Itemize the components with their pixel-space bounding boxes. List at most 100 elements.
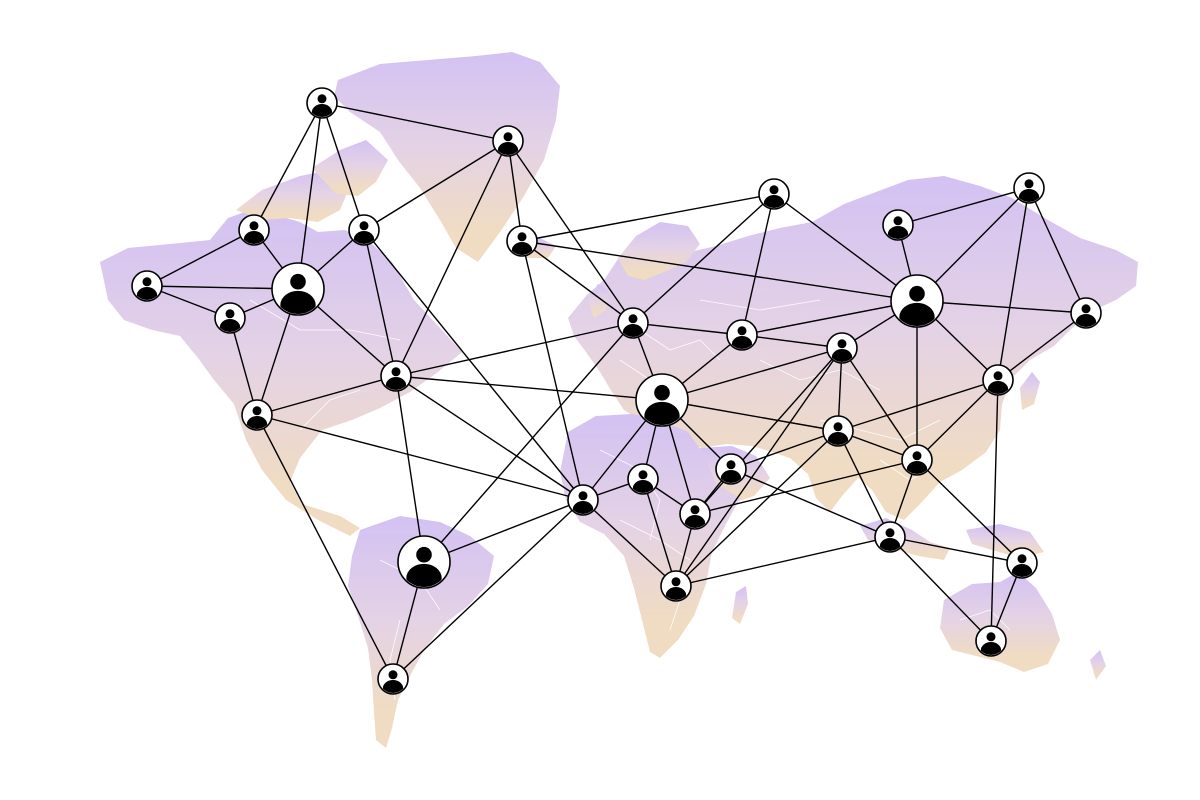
user-node-eastern-europe [726, 319, 758, 351]
user-nodes [131, 87, 1102, 695]
connection-line [423, 499, 584, 563]
user-node-argentina [377, 663, 409, 695]
user-node-middle-east-hub [635, 373, 689, 427]
user-node-siberia [882, 209, 914, 241]
border-line [639, 329, 721, 361]
connection-line [990, 379, 999, 642]
connection-line [632, 193, 775, 324]
user-node-southeast-asia [901, 444, 933, 476]
connection-line [363, 140, 509, 231]
connection-line [661, 399, 839, 432]
connection-line [730, 468, 891, 538]
user-node-russia-north [758, 178, 790, 210]
user-node-canada-central-hub [271, 262, 325, 316]
connection-line [507, 140, 523, 242]
user-node-russia-far-northeast [1013, 172, 1045, 204]
connection-line [997, 312, 1087, 381]
connection-line [642, 478, 677, 587]
greenland-landmass [334, 52, 560, 262]
connection-line [916, 459, 1023, 564]
connection-line [1028, 187, 1087, 314]
connection-line [395, 375, 663, 401]
user-node-india [822, 415, 854, 447]
north-america-landmass [100, 210, 462, 536]
user-node-scandinavia-north [492, 125, 524, 157]
user-node-west-africa [567, 484, 599, 516]
africa-landmass [560, 414, 740, 658]
connection-line [395, 140, 509, 377]
british-isles-landmass [588, 284, 608, 318]
connection-line [741, 334, 843, 349]
connection-line [889, 536, 1023, 564]
connection-line [395, 322, 634, 377]
connection-line [229, 317, 258, 416]
user-node-indonesia [874, 521, 906, 553]
person-avatar-icon [899, 285, 935, 326]
border-line [959, 609, 1011, 631]
connection-line [916, 300, 1087, 314]
connection-lines [146, 102, 1087, 680]
scandinavia-landmass [618, 222, 700, 280]
user-node-australia [975, 625, 1007, 657]
connection-line [889, 536, 992, 642]
connection-line [661, 347, 843, 401]
border-line [699, 299, 821, 311]
user-node-sahara [627, 463, 659, 495]
user-node-east-asia [982, 364, 1014, 396]
border-line [299, 389, 361, 431]
user-node-arabia [715, 453, 747, 485]
connection-line [392, 499, 584, 680]
user-node-russia-hub [890, 274, 944, 328]
connection-line [694, 347, 843, 515]
user-node-canada-northwest [238, 214, 270, 246]
connection-line [423, 322, 634, 563]
connection-line [675, 430, 839, 587]
world-map-landmasses [100, 52, 1138, 748]
user-node-central-asia [826, 332, 858, 364]
connection-line [256, 414, 394, 680]
user-node-kamchatka [1070, 297, 1102, 329]
connection-line [916, 379, 999, 461]
user-node-usa-east [380, 360, 412, 392]
australia-landmass [940, 572, 1060, 672]
new-zealand-landmass [1090, 650, 1106, 680]
connection-line [253, 102, 323, 231]
connection-line [741, 300, 918, 336]
baffin-island-landmass [312, 140, 388, 196]
user-node-new-guinea [1006, 547, 1038, 579]
connection-line [363, 229, 584, 501]
connection-line [632, 322, 743, 336]
connection-line [521, 240, 584, 501]
user-node-scandinavia [506, 225, 538, 257]
connection-line [837, 379, 999, 432]
person-avatar-icon [644, 384, 680, 425]
connection-line [841, 347, 918, 461]
madagascar-landmass [732, 586, 748, 624]
japan-landmass [1020, 372, 1040, 410]
connection-line [837, 430, 891, 538]
user-node-greenland-west [306, 87, 338, 119]
connection-line [897, 187, 1030, 226]
connection-line [997, 187, 1030, 381]
border-line [249, 299, 401, 341]
border-line [759, 359, 881, 391]
connection-line [321, 102, 509, 142]
connection-line [730, 430, 839, 470]
connection-line [297, 102, 323, 290]
connection-line [256, 375, 397, 416]
user-node-central-africa [679, 498, 711, 530]
user-node-alaska [131, 270, 163, 302]
person-avatar-icon [280, 273, 316, 314]
user-node-western-europe [617, 307, 649, 339]
connection-line [675, 347, 843, 587]
connection-line [256, 414, 584, 501]
connection-line [675, 536, 891, 587]
connection-line [773, 193, 918, 302]
connection-line [521, 193, 775, 242]
user-node-brazil-hub [397, 535, 451, 589]
user-node-southern-africa [660, 570, 692, 602]
connection-line [363, 229, 397, 377]
user-node-canada-west [214, 302, 246, 334]
